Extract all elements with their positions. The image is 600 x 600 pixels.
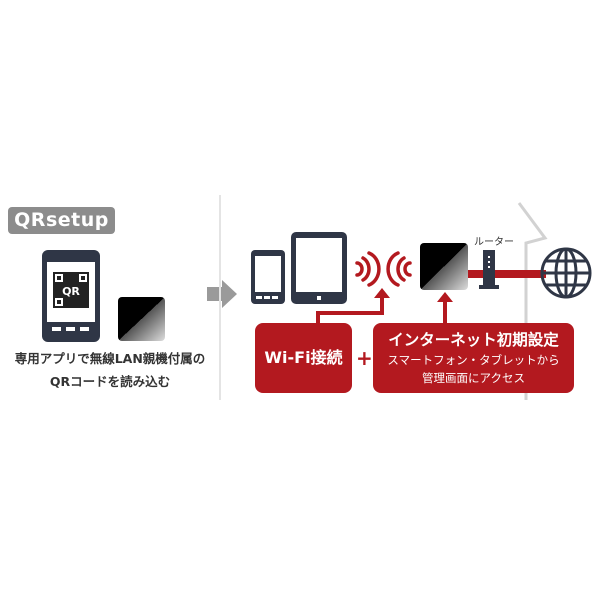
smartphone-qr-icon xyxy=(42,250,100,342)
qrsetup-badge: QRsetup xyxy=(8,207,115,234)
arrow-up-icon xyxy=(374,288,390,298)
qr-label: QR xyxy=(62,285,80,298)
router-device-icon xyxy=(118,297,165,341)
internet-setup-line: スマートフォン・タブレットから xyxy=(387,353,560,367)
smartphone-icon xyxy=(251,250,285,304)
caption-line: 専用アプリで無線LAN親機付属の xyxy=(14,351,206,366)
house-outline xyxy=(517,202,548,400)
internet-setup-box: インターネット初期設定 スマートフォン・タブレットから 管理画面にアクセス xyxy=(373,323,574,393)
globe-icon xyxy=(540,247,592,299)
wifi-signal-icon xyxy=(355,251,412,287)
internet-setup-line: 管理画面にアクセス xyxy=(422,371,525,385)
plus-sign: + xyxy=(356,346,373,370)
router-device-icon xyxy=(420,243,468,290)
wifi-connection-box: Wi-Fi接続 xyxy=(255,323,352,393)
tablet-icon xyxy=(291,232,347,304)
router-label: ルーター xyxy=(474,237,514,248)
arrow-up-icon xyxy=(437,292,453,302)
divider xyxy=(219,195,221,400)
router-tower-icon xyxy=(479,250,499,289)
connection-line xyxy=(466,270,546,278)
caption-line: QRコードを読み込む xyxy=(49,374,171,389)
arrow-right-icon xyxy=(207,280,237,308)
internet-setup-title: インターネット初期設定 xyxy=(388,331,559,349)
connector-arrows xyxy=(316,294,447,323)
qr-caption: 専用アプリで無線LAN親機付属の QRコードを読み込む xyxy=(0,347,220,393)
